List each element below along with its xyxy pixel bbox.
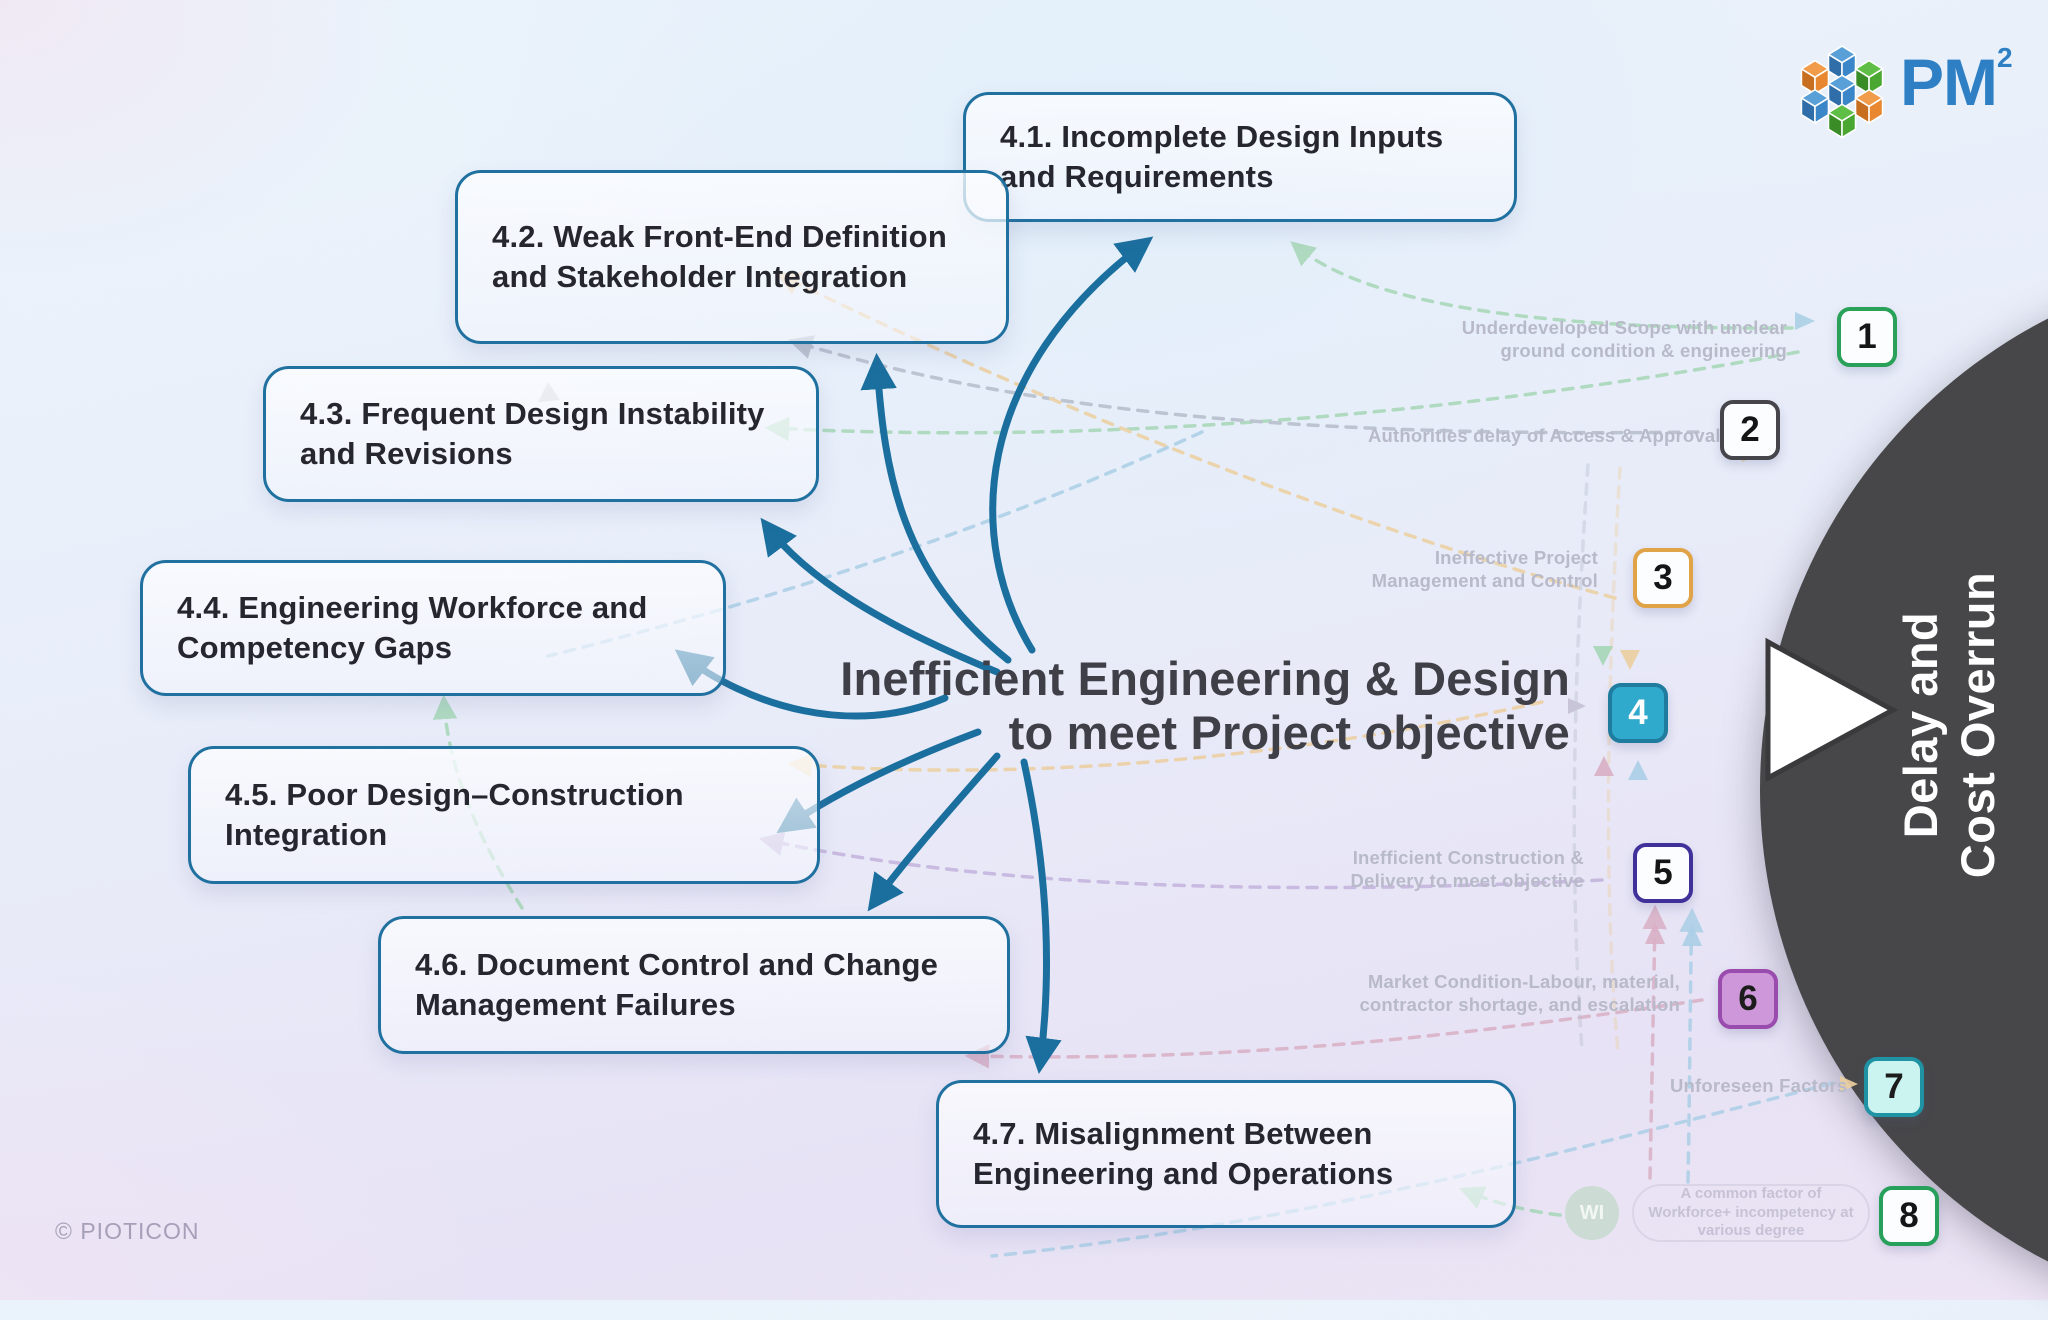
cause-box-4-3: 4.3. Frequent Design Instability and Rev…: [263, 366, 819, 502]
factor-label-7: Unforeseen Factors: [1670, 1075, 1848, 1096]
factor-badge-5: 5: [1633, 843, 1693, 903]
outcome-label: Delay and Cost Overrun: [1892, 475, 2048, 975]
cause-box-4-4: 4.4. Engineering Workforce and Competenc…: [140, 560, 726, 696]
cause-label: 4.4. Engineering Workforce and Competenc…: [177, 589, 648, 665]
factor-label-2: Authorities delay of Access & Approvals: [1368, 425, 1732, 446]
pm2-logo-cube-icon: [1800, 45, 1884, 139]
factor-label-1: Underdeveloped Scope with unclear ground…: [1461, 317, 1787, 362]
cause-box-4-7: 4.7. Misalignment Between Engineering an…: [936, 1080, 1516, 1228]
factor-badge-2: 2: [1720, 400, 1780, 460]
wi-note-pill: A common factor of Workforce+ incompeten…: [1632, 1184, 1870, 1242]
cause-label: 4.7. Misalignment Between Engineering an…: [973, 1115, 1394, 1191]
wi-avatar: WI: [1565, 1186, 1619, 1240]
central-title-line1: Inefficient Engineering & Design: [840, 652, 1570, 705]
pm2-logo-superscript: 2: [1997, 42, 2013, 73]
factor-badge-3: 3: [1633, 548, 1693, 608]
cause-label: 4.1. Incomplete Design Inputs and Requir…: [1000, 118, 1444, 194]
central-title: Inefficient Engineering & Design to meet…: [760, 652, 1570, 760]
cause-label: 4.2. Weak Front-End Definition and Stake…: [492, 218, 947, 294]
cause-box-4-1: 4.1. Incomplete Design Inputs and Requir…: [963, 92, 1517, 222]
copyright-text: © PIOTICON: [55, 1218, 200, 1244]
factor-label-5: Inefficient Construction & Delivery to m…: [1350, 847, 1584, 892]
cause-label: 4.5. Poor Design–Construction Integratio…: [225, 776, 684, 852]
factor-badge-8: 8: [1879, 1186, 1939, 1246]
cause-label: 4.3. Frequent Design Instability and Rev…: [300, 395, 765, 471]
pm2-logo-text: PM2: [1900, 42, 2013, 119]
outcome-line2: Cost Overrun: [1951, 571, 2005, 879]
pm2-logo: PM2: [1790, 42, 2013, 148]
factor-label-3: Ineffective Project Management and Contr…: [1371, 547, 1598, 592]
factor-badge-6: 6: [1718, 969, 1778, 1029]
factor-badge-7: 7: [1864, 1057, 1924, 1117]
cause-box-4-5: 4.5. Poor Design–Construction Integratio…: [188, 746, 820, 884]
factor-badge-4: 4: [1608, 683, 1668, 743]
cause-box-4-6: 4.6. Document Control and Change Managem…: [378, 916, 1010, 1054]
factor-badge-1: 1: [1837, 307, 1897, 367]
outcome-line1: Delay and: [1894, 611, 1947, 839]
factor-label-6: Market Condition-Labour, material, contr…: [1359, 971, 1680, 1016]
play-triangle-icon: [1765, 637, 1899, 783]
cause-label: 4.6. Document Control and Change Managem…: [415, 946, 939, 1022]
central-title-line2: to meet Project objective: [1008, 706, 1570, 760]
cause-box-4-2: 4.2. Weak Front-End Definition and Stake…: [455, 170, 1009, 344]
